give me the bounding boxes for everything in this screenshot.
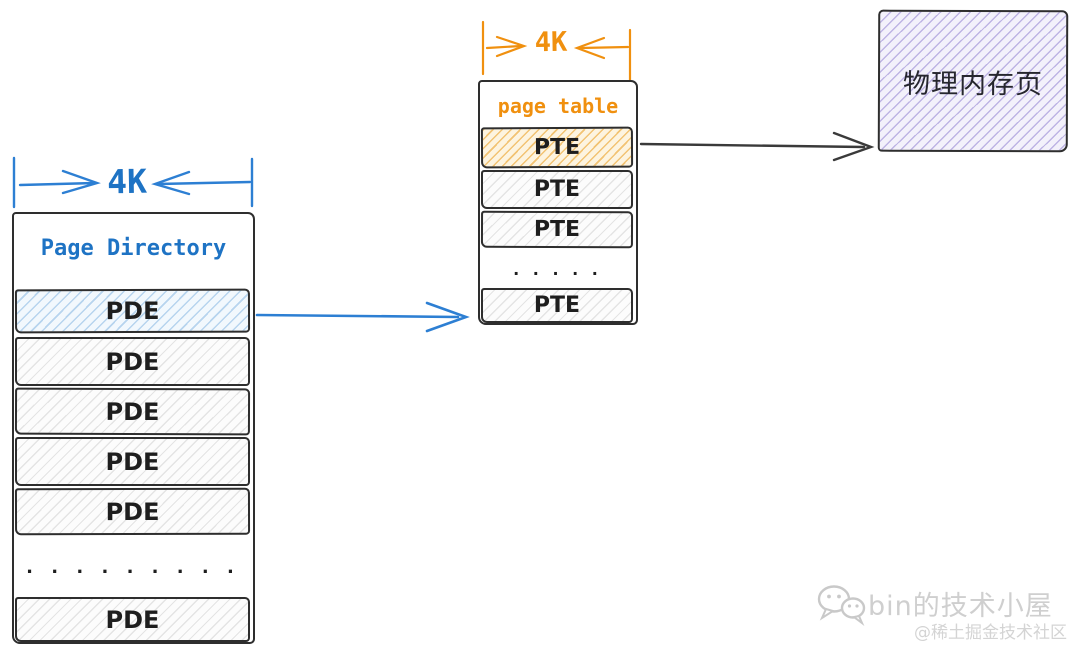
pde-entry-highlighted: PDE (14, 288, 251, 334)
pde-entry: PDE (15, 437, 250, 486)
pte-entry: PTE (480, 210, 634, 249)
page-directory-title: Page Directory (40, 236, 227, 261)
pde-to-page-table-arrow (255, 301, 470, 333)
physical-memory-page-label: 物理内存页 (902, 68, 1044, 100)
page-directory-box: Page Directory PDE PDE PDE PDE PDE . . .… (12, 212, 255, 644)
pde-entry: PDE (14, 387, 251, 436)
physical-memory-page-box: 物理内存页 (877, 9, 1069, 153)
pte-entry-highlighted: PTE (480, 126, 634, 169)
pde-entry: PDE (15, 597, 250, 642)
watermark-community: @稀土掘金技术社区 (914, 623, 1067, 643)
pte-ellipsis: . . . . . (513, 259, 602, 279)
page-directory-size-label: 4K (106, 161, 148, 202)
page-table-box: page table PTE PTE PTE . . . . . PTE (478, 80, 638, 325)
wechat-icon (817, 585, 866, 626)
page-table-size-label: 4K (534, 26, 568, 59)
pde-ellipsis: . . . . . . . . . (26, 556, 240, 578)
watermark-name: bin的技术小屋 (868, 591, 1053, 622)
pde-entry: PDE (15, 337, 250, 386)
page-table-title: page table (497, 94, 619, 118)
pte-entry: PTE (481, 170, 633, 209)
pde-entry: PDE (14, 487, 251, 536)
pte-entry: PTE (481, 288, 633, 323)
pte-to-physical-page-arrow (639, 131, 875, 162)
